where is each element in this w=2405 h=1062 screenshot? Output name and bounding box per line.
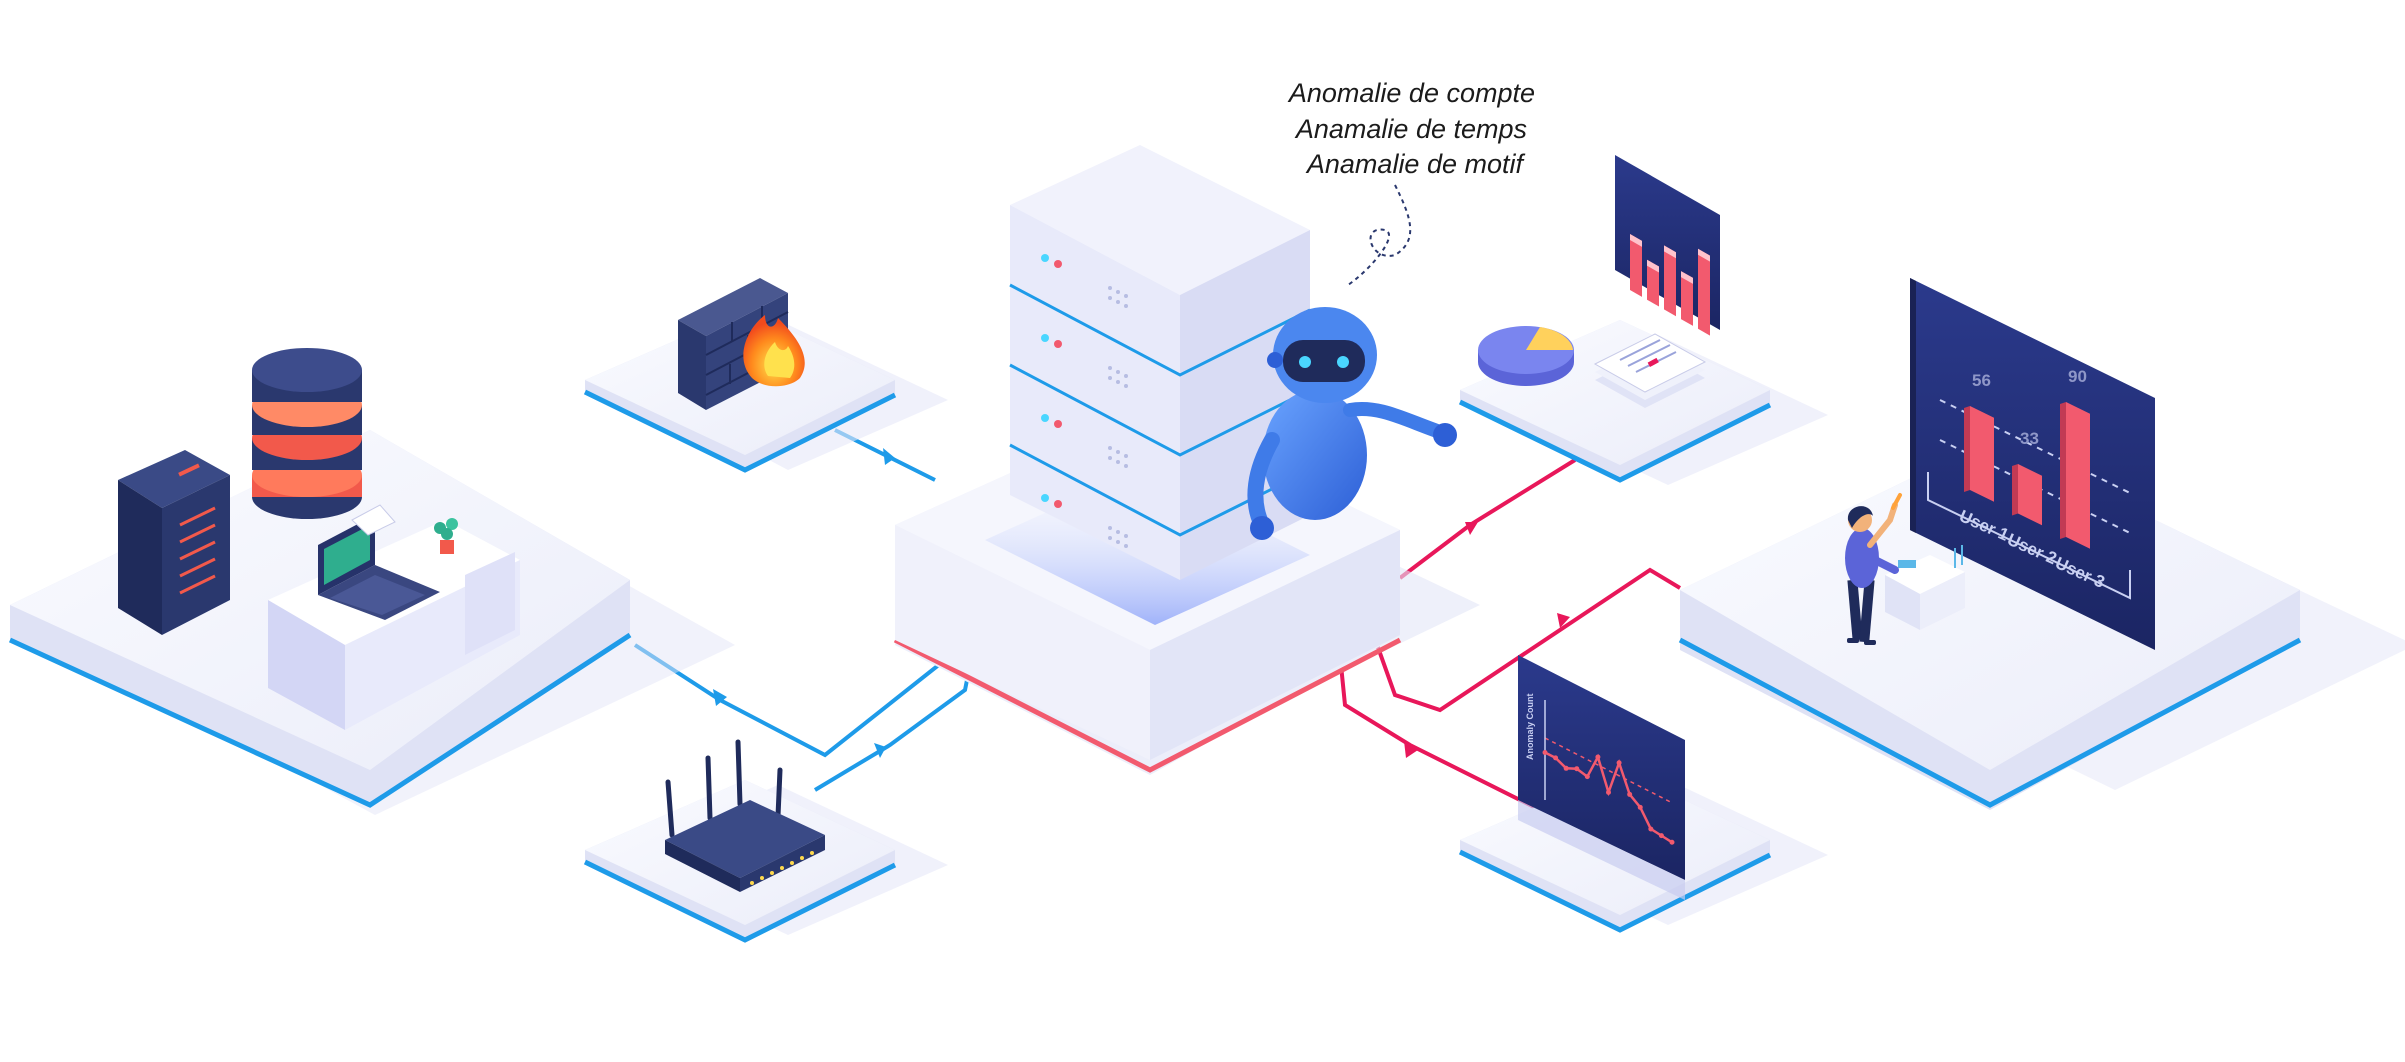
pie-chart-icon	[1478, 326, 1574, 386]
wifi-router-icon	[665, 739, 825, 892]
robot-icon	[1247, 307, 1457, 540]
report-bar	[1681, 271, 1693, 326]
anomaly-point	[1574, 766, 1580, 772]
annotation-time-anomaly: Anamalie de temps	[1294, 114, 1527, 144]
report-bar	[1664, 245, 1676, 317]
user-bar	[2018, 464, 2042, 526]
link-core-to-dashboard	[1368, 567, 1682, 713]
report-bar-cap	[1681, 271, 1693, 284]
report-bar	[1630, 234, 1642, 297]
user-bar-value: 56	[1972, 371, 1991, 390]
anomaly-point	[1606, 789, 1611, 795]
anomaly-point	[1669, 839, 1675, 845]
anomaly-point	[1584, 774, 1590, 780]
anomaly-point	[1616, 760, 1622, 766]
user-bar	[1970, 406, 1994, 502]
annotation-pattern-anomaly: Anamalie de motif	[1305, 149, 1526, 179]
user-bar-value: 33	[2020, 429, 2039, 448]
anomaly-point	[1553, 755, 1559, 761]
anomaly-count-screen: Anomaly Count	[1518, 655, 1685, 900]
connection-links	[633, 428, 1682, 812]
report-bars	[1630, 234, 1710, 336]
database-stack-icon	[252, 348, 362, 519]
server-rack-icon	[118, 450, 230, 635]
plant-icon	[434, 518, 458, 554]
anomaly-point	[1658, 833, 1664, 839]
report-bar-cap	[1647, 259, 1659, 273]
report-bar-cap	[1630, 234, 1642, 247]
link-core-to-reports	[1398, 458, 1577, 580]
anomaly-point	[1595, 754, 1601, 760]
annotation-account-anomaly: Anomalie de compte	[1287, 78, 1535, 108]
user-bar-value: 90	[2068, 367, 2087, 386]
user-bar-side	[2012, 464, 2018, 516]
anomaly-point	[1563, 765, 1569, 771]
anomaly-point	[1637, 804, 1643, 810]
laptop-icon	[318, 504, 440, 620]
report-bar-cap	[1664, 245, 1676, 259]
user-bar	[2066, 402, 2090, 549]
report-bar-screen	[1615, 155, 1720, 336]
brick-wall-fire-icon	[678, 278, 805, 410]
user-bar-side	[2060, 402, 2066, 540]
user-bar-side	[1964, 406, 1970, 492]
report-bar-cap	[1698, 248, 1710, 262]
documents-stack-icon	[1593, 333, 1707, 408]
anomaly-point	[1542, 750, 1548, 755]
report-bar	[1698, 248, 1710, 336]
report-bar	[1647, 259, 1659, 307]
server-rack-icon	[985, 145, 1311, 625]
anomaly-line-chart	[1542, 700, 1675, 845]
link-core-to-anomaly-chart	[1338, 654, 1541, 812]
anomaly-point	[1627, 791, 1633, 797]
anomaly-point	[1648, 826, 1654, 832]
analyst-person-icon	[1845, 493, 1965, 645]
anomaly-types-callout: Anomalie de compte Anamalie de temps Ana…	[1287, 78, 1535, 286]
anomaly-y-axis-label: Anomaly Count	[1525, 693, 1535, 760]
